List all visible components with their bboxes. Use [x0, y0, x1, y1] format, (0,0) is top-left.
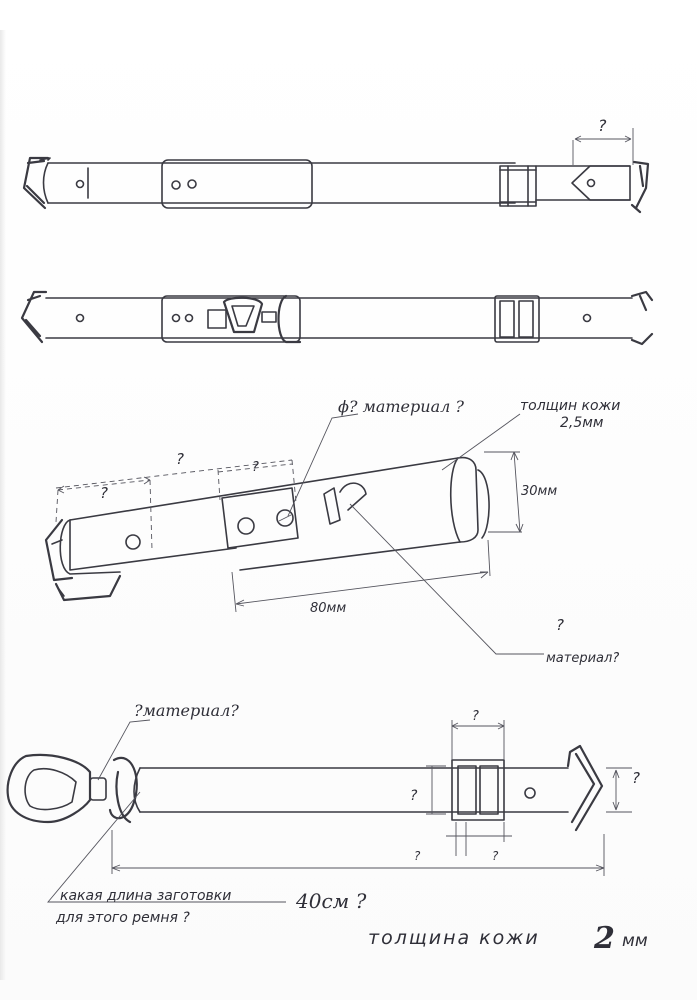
rivet-hole	[75, 179, 85, 189]
dim-q-left	[55, 479, 153, 551]
buckle-4	[451, 759, 505, 821]
strap-band-2	[45, 297, 633, 339]
swivel-ring	[6, 753, 92, 824]
loop-detail	[339, 482, 367, 511]
label-leather-thickness-top: толщин кожи	[520, 398, 620, 414]
strap-band-3	[69, 456, 479, 571]
dim-total-length	[111, 830, 605, 876]
dim-30mm	[484, 451, 522, 533]
buckle-1	[499, 165, 537, 207]
dim-30mm-text: 30мм	[521, 484, 557, 499]
label-material-q-mark: ?	[556, 616, 564, 634]
scan-edge-shadow	[0, 30, 6, 980]
clip-detail	[44, 518, 122, 602]
pad-detail	[221, 487, 299, 549]
leader-material-bottom-left	[97, 719, 151, 781]
dim-top-q-text: ?	[598, 116, 607, 135]
strap-view-bottom: ? ? ? ? ? 40см ? ?материал? какая длина …	[6, 701, 648, 956]
label-leather-thickness-bottom-unit: мм	[622, 931, 648, 951]
dim-bottom-q-right-text: ?	[632, 769, 640, 787]
dim-buckle-small	[446, 822, 512, 856]
dim-q-outer-text: ?	[176, 450, 184, 468]
dim-buckle-height	[426, 765, 446, 815]
dim-80mm	[231, 539, 491, 613]
label-blank-length-line2: для этого ремня ?	[55, 910, 190, 926]
dim-80mm-text: 80мм	[310, 601, 346, 616]
dim-q-left-text: ?	[100, 484, 108, 502]
leader-loop-material	[349, 503, 544, 655]
dim-top-q	[572, 128, 634, 165]
d-ring	[222, 296, 264, 334]
dim-strap-width	[606, 767, 632, 813]
dim-q-outer	[55, 459, 297, 503]
strap-perspective-detail: ? ? ? 30мм 80мм ϕ? материал ? толщин кож…	[44, 397, 620, 666]
label-leather-thickness-top-value: 2,5мм	[560, 415, 604, 431]
label-length-40cm: 40см ?	[295, 889, 367, 913]
strap-view-middle	[20, 290, 654, 346]
leather-pad-1	[161, 159, 313, 209]
label-material-right: материал?	[546, 651, 619, 666]
leader-blank-length	[47, 791, 286, 903]
label-material-bottom-left: ?материал?	[134, 701, 239, 720]
clip-right-2	[630, 290, 654, 346]
label-material-hole: ϕ? материал ?	[338, 397, 464, 416]
clip-right-1	[630, 160, 650, 214]
strap-view-top: ?	[22, 116, 650, 214]
dim-bottom-q-left-vertical-text: ?	[410, 788, 418, 804]
dim-q-middle-text: ?	[252, 460, 259, 475]
clip-right-4	[566, 744, 604, 832]
rivet	[187, 179, 197, 189]
label-blank-length-line1: какая длина заготовки	[60, 888, 231, 904]
hole-detail	[125, 534, 141, 550]
strap-band-4	[139, 767, 569, 813]
rivet	[171, 180, 181, 190]
strap-band-1	[47, 162, 516, 204]
dim-bottom-q-small-right-text: ?	[492, 849, 499, 863]
dim-bottom-q-top-text: ?	[472, 709, 479, 724]
clip-left-2	[20, 290, 48, 344]
clip-left-1	[22, 156, 50, 210]
dim-buckle-width	[451, 720, 505, 760]
leader-leather-thickness	[441, 413, 521, 471]
dim-bottom-q-small-left-text: ?	[414, 849, 421, 863]
label-leather-thickness-bottom: толщина кожи	[368, 927, 540, 949]
leader-hole-material	[287, 413, 359, 517]
buckle-2	[494, 295, 540, 343]
label-leather-thickness-bottom-value: 2	[593, 921, 615, 956]
leather-pad-2	[161, 295, 301, 343]
